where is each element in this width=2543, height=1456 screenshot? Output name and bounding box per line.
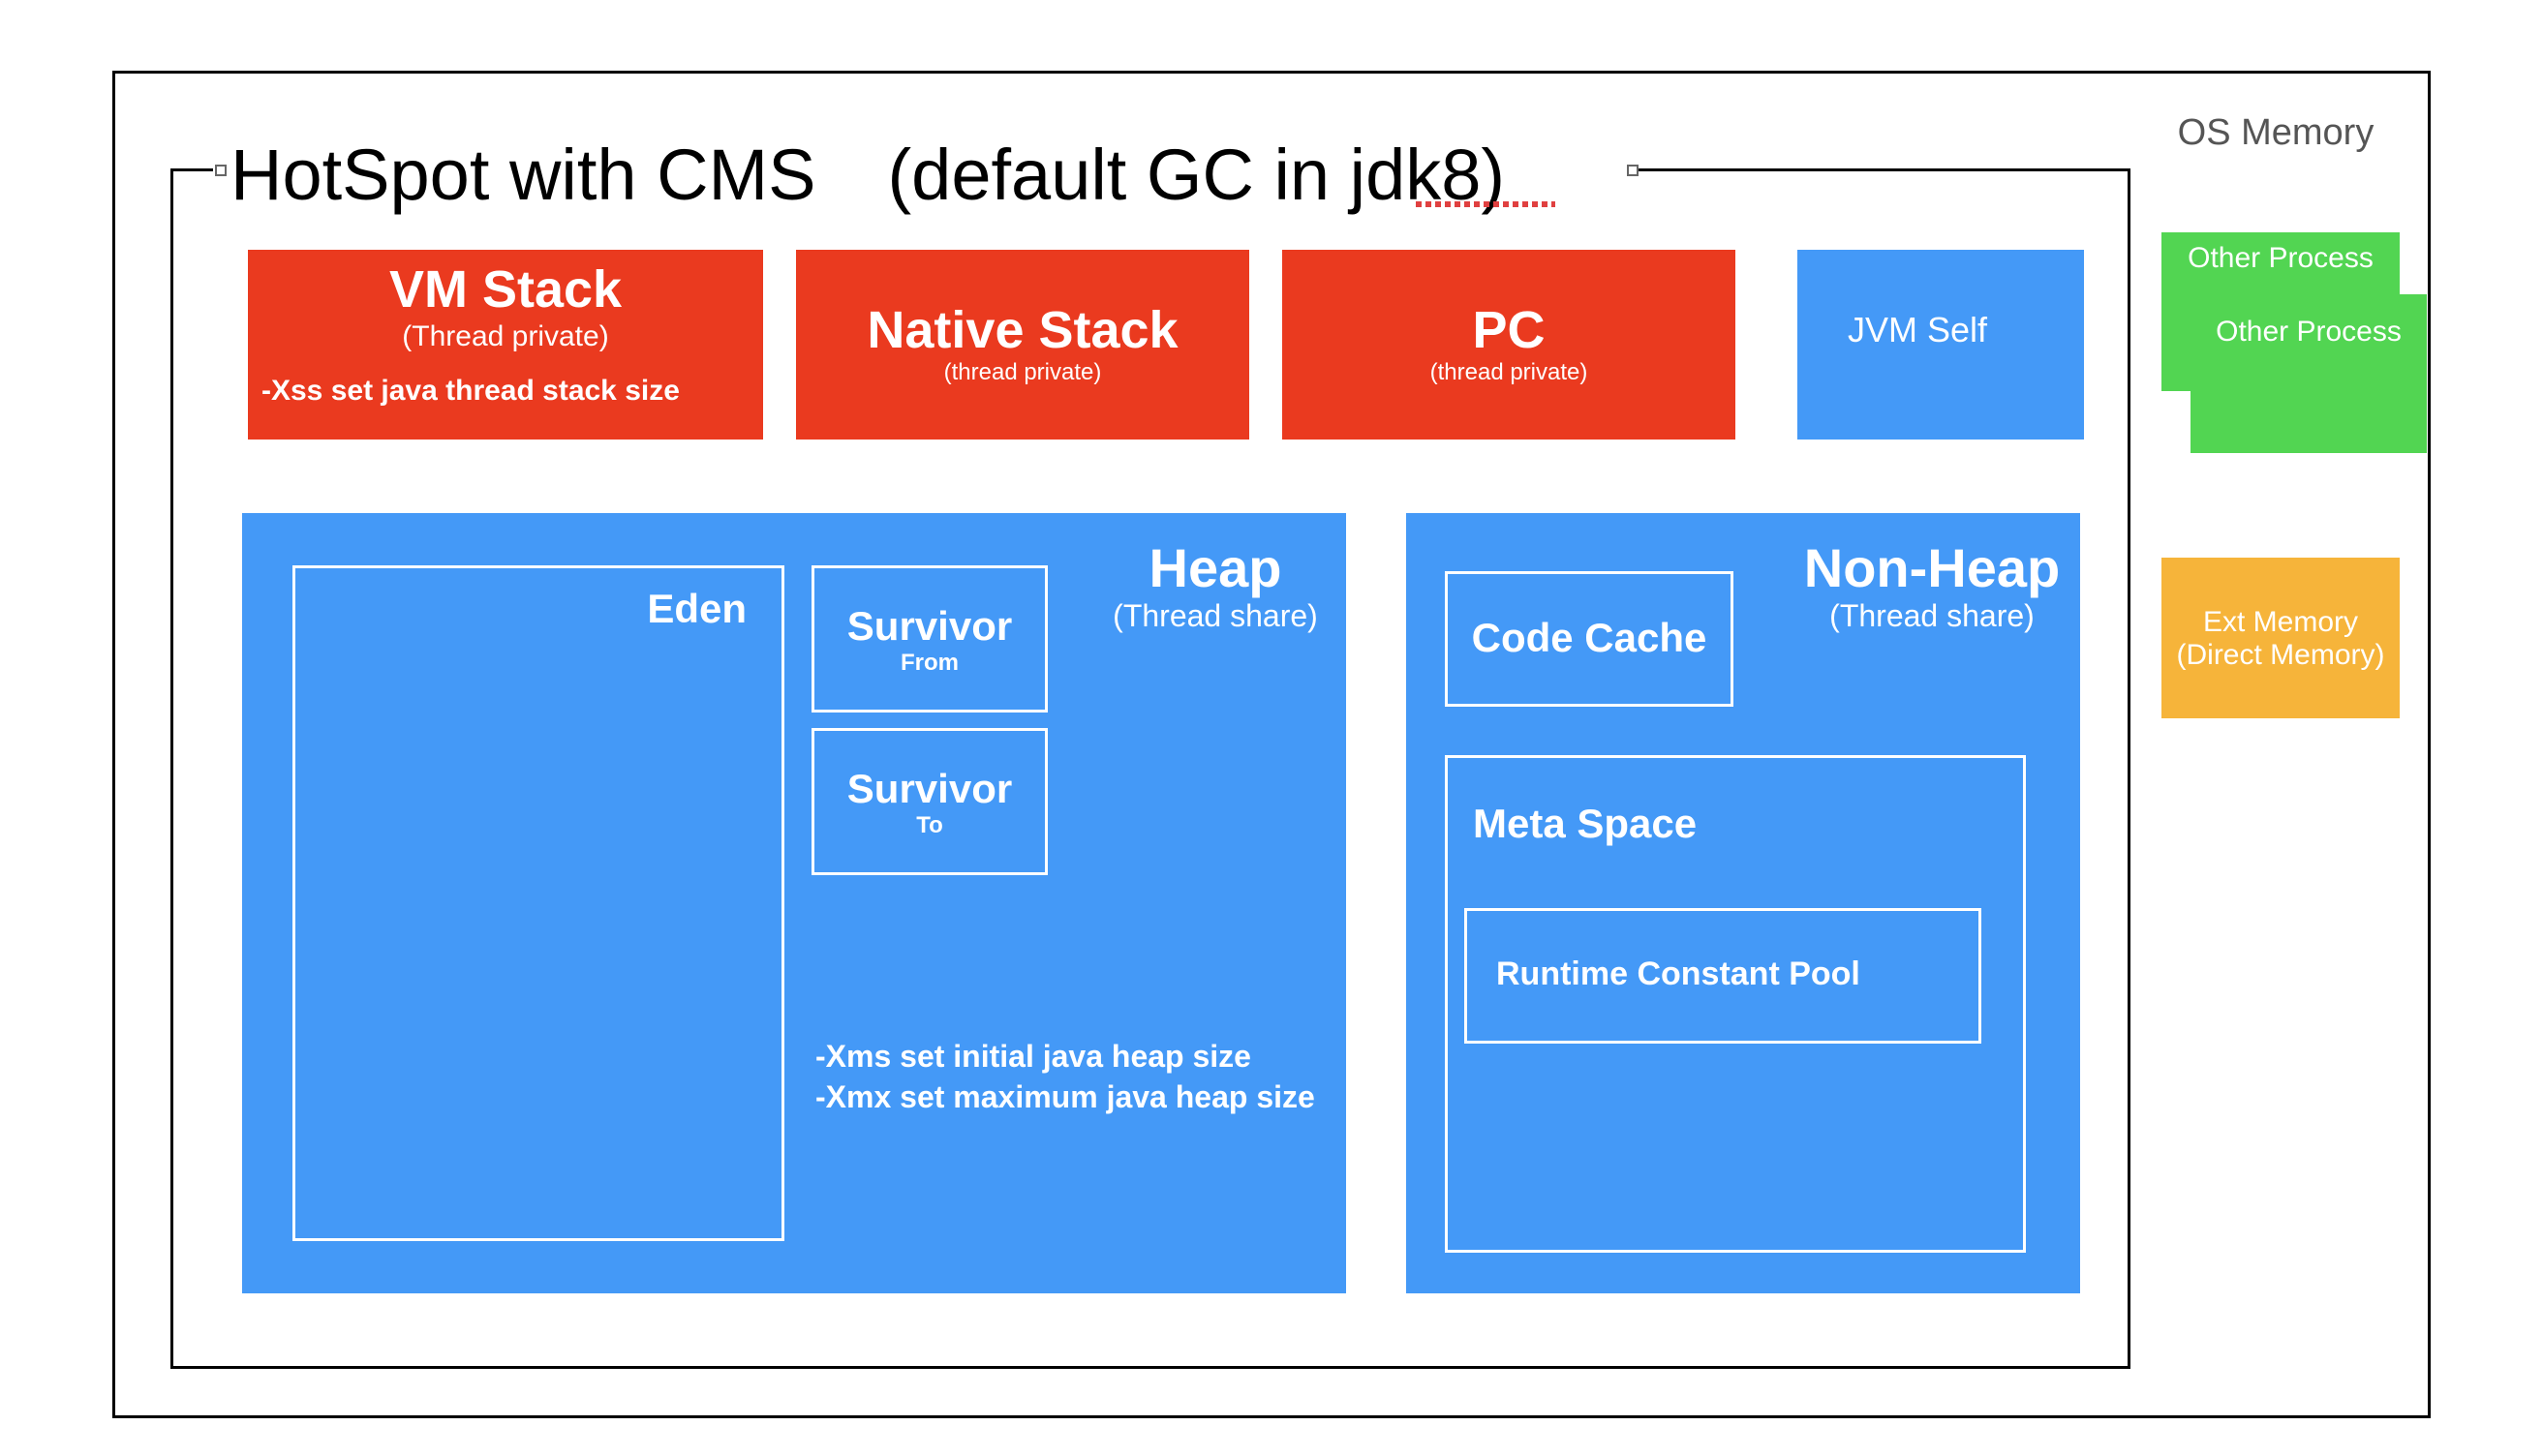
os-memory-label: OS Memory <box>2177 112 2374 153</box>
other-process-label-2: Other Process <box>2216 316 2402 348</box>
survivor-from-title: Survivor <box>846 603 1013 649</box>
non-heap-title-block: Non-Heap (Thread share) <box>1792 538 2072 634</box>
ext-memory-line1: Ext Memory <box>2202 606 2359 638</box>
spell-check-underline <box>1416 201 1555 207</box>
meta-space-label: Meta Space <box>1473 801 1698 846</box>
heap-notes: -Xms set initial java heap size -Xmx set… <box>815 1036 1315 1117</box>
runtime-constant-pool-label: Runtime Constant Pool <box>1496 956 1860 992</box>
pc-title: PC <box>1472 301 1546 359</box>
ext-memory-line2: (Direct Memory) <box>2176 639 2385 671</box>
diagram-title: HotSpot with CMS (default GC in jdk8) <box>230 135 1506 215</box>
heap-note-xms: -Xms set initial java heap size <box>815 1039 1251 1074</box>
native-stack-subtitle: (thread private) <box>943 359 1102 386</box>
other-process-box-2: Other Process <box>2191 294 2427 453</box>
runtime-constant-pool-box: Runtime Constant Pool <box>1464 908 1981 1044</box>
heap-title: Heap <box>1149 537 1282 598</box>
vm-stack-subtitle: (Thread private) <box>402 320 609 353</box>
heap-subtitle: (Thread share) <box>1113 597 1318 633</box>
survivor-to-sub: To <box>916 812 943 838</box>
eden-label: Eden <box>647 586 747 631</box>
non-heap-subtitle: (Thread share) <box>1829 597 2035 633</box>
jvm-self-box: JVM Self <box>1797 250 2084 440</box>
pc-box: PC (thread private) <box>1282 250 1735 440</box>
code-cache-label: Code Cache <box>1471 615 1707 660</box>
other-process-box-1: Other Process <box>2161 232 2400 391</box>
survivor-to-title: Survivor <box>846 766 1013 811</box>
non-heap-title: Non-Heap <box>1803 537 2061 598</box>
native-stack-title: Native Stack <box>867 301 1179 359</box>
eden-box: Eden <box>292 565 784 1241</box>
vm-stack-title: VM Stack <box>388 260 623 318</box>
vm-stack-box: VM Stack (Thread private) -Xss set java … <box>248 250 763 440</box>
survivor-from-sub: From <box>901 650 959 676</box>
left-title-handle <box>215 165 227 176</box>
jvm-self-label: JVM Self <box>1848 310 1988 349</box>
non-heap-box <box>1406 513 2080 1293</box>
ext-memory-box: Ext Memory (Direct Memory) <box>2161 558 2400 718</box>
native-stack-box: Native Stack (thread private) <box>796 250 1249 440</box>
heap-title-block: Heap (Thread share) <box>1104 538 1327 634</box>
heap-note-xmx: -Xmx set maximum java heap size <box>815 1079 1315 1114</box>
pc-subtitle: (thread private) <box>1429 359 1588 386</box>
os-memory-frame <box>112 71 2431 1418</box>
heap-box <box>242 513 1346 1293</box>
title-background <box>213 128 1637 215</box>
code-cache-box: Code Cache <box>1445 571 1733 707</box>
vm-stack-note: -Xss set java thread stack size <box>261 375 680 408</box>
survivor-to-box: Survivor To <box>812 728 1048 875</box>
other-process-label-1: Other Process <box>2188 242 2374 274</box>
survivor-from-box: Survivor From <box>812 565 1048 713</box>
right-title-handle <box>1627 165 1639 176</box>
meta-space-box: Meta Space <box>1445 755 2026 1253</box>
